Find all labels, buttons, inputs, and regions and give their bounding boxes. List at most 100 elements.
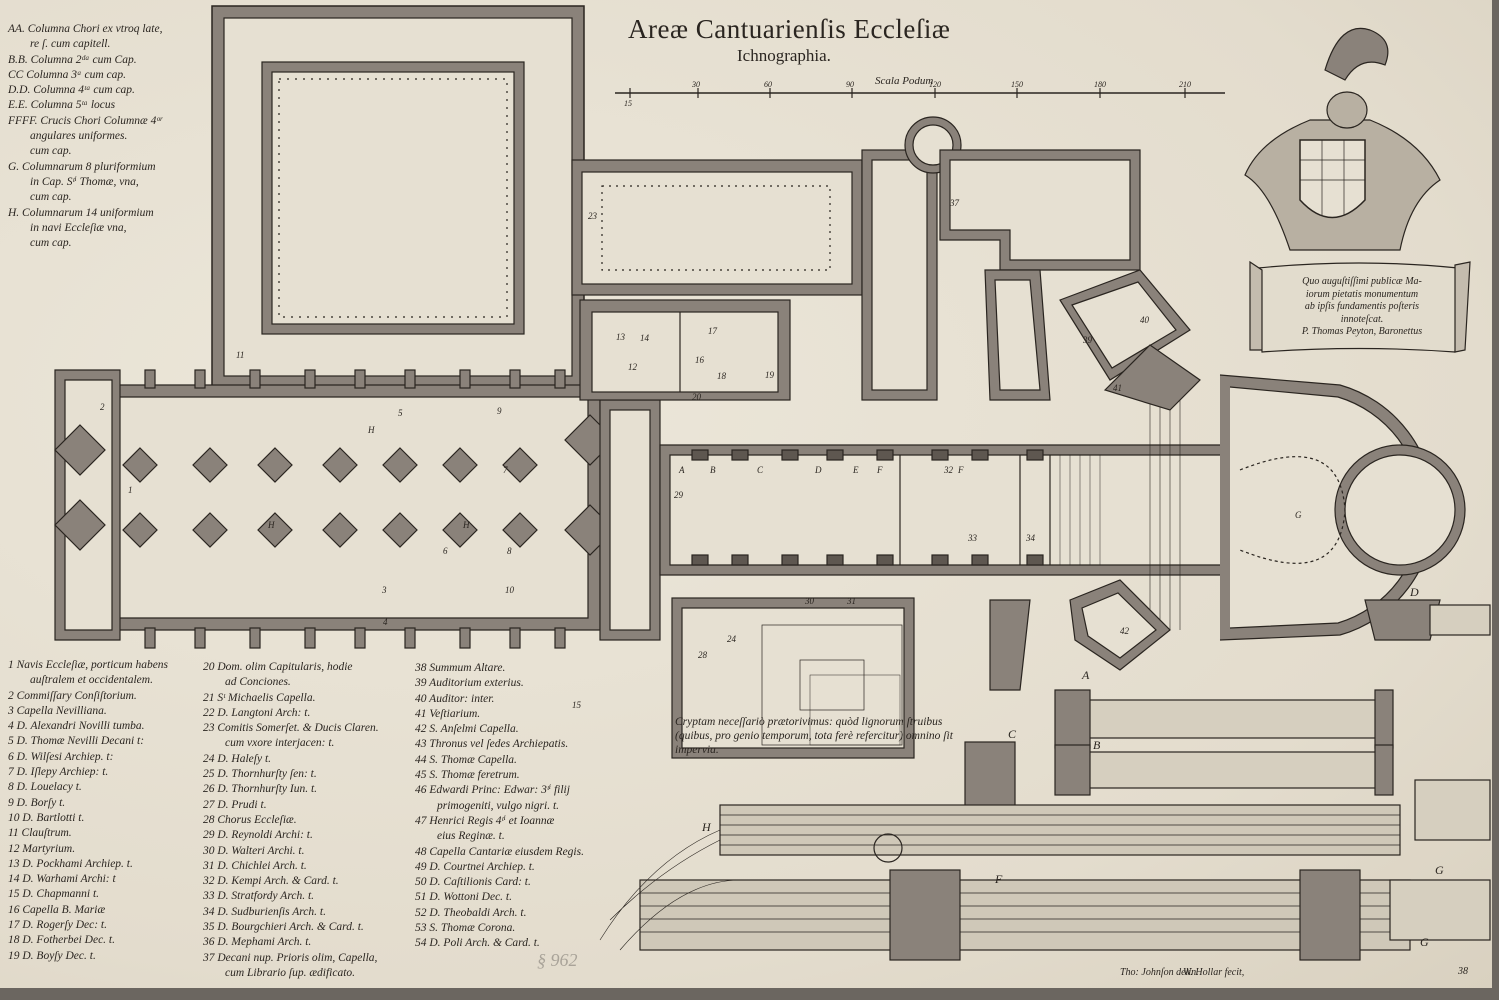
legend-entry: B.B. Columna 2ᵈᵃ cum Cap.	[8, 53, 137, 66]
plan-label: 41	[1113, 383, 1122, 393]
choir-column	[691, 449, 709, 461]
scale-tick-label: 60	[764, 80, 772, 89]
nave-column	[322, 447, 358, 483]
plan-label: 3	[382, 585, 387, 595]
legend-entry: 26 D. Thornhurſty Iun. t.	[203, 783, 318, 796]
legend-entry: 38 Summum Altare.	[415, 662, 506, 674]
legend-entry: 33 D. Stratfordy Arch. t.	[203, 890, 315, 903]
legend-entry: AA. Columna Chori ex vtroq late,	[8, 23, 163, 35]
plan-title: Areæ Cantuarienſis Eccleſiæ	[628, 14, 951, 44]
choir-column	[731, 554, 749, 566]
banner-inscription: Quo auguſtiſſimi publicæ Ma- iorum pieta…	[1272, 276, 1452, 339]
banner-line: iorum pietatis monumentum	[1305, 288, 1419, 300]
plan-label: F	[877, 465, 883, 475]
plan-label: B	[710, 465, 716, 475]
choir-column	[731, 449, 749, 461]
scale-bar	[615, 88, 1225, 98]
legend-entry: 7 D. Iſlepy Archiep: t.	[8, 766, 109, 779]
nave-column	[192, 512, 228, 548]
plan-label: 28	[698, 650, 707, 660]
buttress	[194, 627, 206, 649]
plan-label: 39	[1083, 335, 1092, 345]
figure-label: H	[702, 820, 711, 834]
nave-column	[257, 447, 293, 483]
plan-label: 5	[398, 408, 403, 418]
choir-column	[826, 449, 844, 461]
plan-label: 20	[692, 392, 701, 402]
legend-entry: 5 D. Thomæ Nevilli Decani t:	[8, 735, 145, 748]
legend-entry: 46 Edwardi Princ: Edwar: 3ᵗⁱ filij	[415, 784, 570, 797]
legend-entry: G. Columnarum 8 pluriformium	[8, 160, 156, 173]
legend-entry: 9 D. Borſy t.	[8, 796, 66, 809]
plan-label: 42	[1120, 626, 1129, 636]
legend-entry: 52 D. Theobaldi Arch. t.	[415, 906, 527, 919]
engraver-credit: W. Hollar fecit,	[1183, 967, 1245, 978]
banner-line: Quo auguſtiſſimi publicæ Ma-	[1302, 276, 1422, 287]
buttress	[509, 627, 521, 649]
legend-entry: 40 Auditor: inter.	[415, 692, 495, 705]
nave-column	[382, 447, 418, 483]
scale-tick-label: 180	[1094, 80, 1106, 89]
plan-label: 37	[950, 198, 959, 208]
plan-label: 19	[765, 370, 774, 380]
page-number: 38	[1458, 966, 1468, 977]
nave-column	[122, 512, 158, 548]
legend-entry: 45 S. Thomæ feretrum.	[415, 769, 520, 782]
buttress	[554, 627, 566, 649]
nave	[54, 369, 616, 649]
figure-label: C	[1008, 727, 1017, 741]
plan-label: 2	[100, 402, 105, 412]
buttress	[459, 369, 471, 389]
legend-entry: 32 D. Kempi Arch. & Card. t.	[203, 875, 339, 888]
figure-label: F	[995, 872, 1003, 886]
legend-entry: cum cap.	[30, 191, 72, 204]
legend-entry: cum cap.	[30, 237, 72, 250]
plan-label: A	[679, 465, 685, 475]
legend-entry: 50 D. Caſtilionis Card: t.	[415, 876, 531, 889]
legend-entry: 24 D. Haleſy t.	[203, 752, 272, 765]
choir-column	[691, 554, 709, 566]
plan-label: 6	[443, 546, 448, 556]
legend-entry: 16 Capella B. Mariæ	[8, 903, 106, 916]
nave-column	[442, 447, 478, 483]
plan-label: C	[757, 465, 764, 475]
legend-entry: ad Conciones.	[225, 676, 291, 689]
legend-entry: 37 Decani nup. Prioris olim, Capella,	[203, 951, 378, 964]
plan-label: 8	[507, 546, 512, 556]
legend-entry: 23 Comitis Somerſet. & Ducis Claren.	[203, 722, 379, 735]
buttress	[509, 369, 521, 389]
choir-column	[931, 449, 949, 461]
plan-label: 24	[727, 634, 736, 644]
legend-entry: 47 Henrici Regis 4ᵗⁱ et Ioannæ	[415, 814, 555, 827]
legend-entry: 28 Chorus Eccleſiæ.	[203, 813, 297, 826]
buttress	[144, 369, 156, 389]
figure-label: B	[1093, 738, 1101, 752]
legend-entry: 22 D. Langtoni Arch: t.	[203, 706, 311, 719]
legend-entry: auſtralem et occidentalem.	[30, 674, 153, 687]
choir-column	[931, 554, 949, 566]
plan-label: G	[1295, 510, 1302, 520]
legend-entry: 41 Veſtiarium.	[415, 707, 481, 720]
figure-label: D	[1410, 585, 1419, 599]
legend-entry: 13 D. Pockhami Archiep. t.	[8, 857, 133, 870]
plan-label: 18	[717, 371, 726, 381]
scale-tick-label: 30	[692, 80, 700, 89]
plan-label: 40	[1140, 315, 1149, 325]
legend-entry: 3 Capella Nevilliana.	[8, 704, 107, 717]
legend-entry: angulares uniformes.	[30, 130, 128, 143]
legend-entry: cum Librario ſup. ædificato.	[225, 966, 356, 979]
legend-entry: 29 D. Reynoldi Archi: t.	[203, 829, 313, 842]
draftsman-credit: Tho: Johnſon delin.	[1120, 967, 1199, 978]
legend-entry: 15 D. Chapmanni t.	[8, 888, 100, 901]
choir-column	[971, 449, 989, 461]
plan-label: 29	[674, 490, 683, 500]
banner-signature: P. Thomas Peyton, Baronettus	[1301, 326, 1423, 337]
buttress	[354, 369, 366, 389]
figure-label: A	[1082, 668, 1090, 682]
scale-label: Scala Podum	[875, 75, 934, 87]
legend-entry: 8 D. Louelacy t.	[8, 781, 82, 794]
legend-entry: 18 D. Fotherbei Dec. t.	[8, 934, 115, 947]
